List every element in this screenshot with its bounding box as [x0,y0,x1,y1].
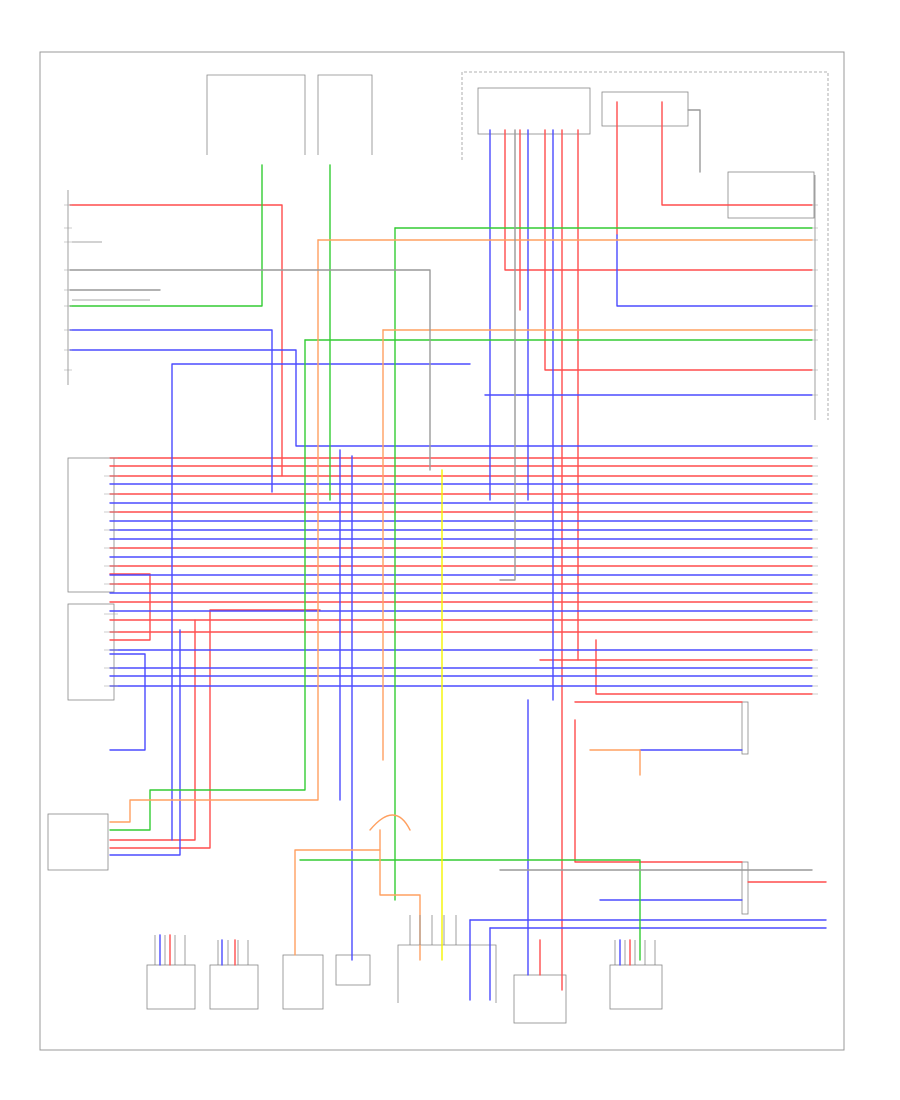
orange-wire-loop [369,814,411,831]
sensor-box-bottom-1 [146,964,196,1010]
sensor-box-bottom-3 [282,954,324,1010]
switch-box-right-1 [741,701,749,755]
switch-box-right-2 [741,861,749,915]
stubs-sensor-5 [409,915,457,945]
terminal-ticks-left-upper [64,204,72,371]
blue-wire-row-330 [69,329,273,493]
red-wire-switch-2 [574,719,743,863]
other-wires [69,109,813,961]
red-wire-bottom-left [109,619,196,841]
top-components [206,71,829,420]
green-wire-left-top [69,164,263,307]
gray-wire-row-270 [69,269,431,471]
terminal-ticks-left-module [104,457,118,687]
orange-wire-vertical-318 [109,239,319,823]
red-wire-horizontal-270 [504,129,813,271]
connector-box-top-mid [317,74,373,155]
orange-wire-bottom-5 [379,829,421,961]
blue-wire-bottom-left [109,629,181,856]
connector-box-bottom-5 [397,944,497,1003]
blue-wire-row-350 [69,349,813,447]
stubs-sensor-1 [154,935,186,965]
sensor-box-bottom-4 [335,954,371,986]
sensor-box-bottom-6 [513,974,567,1024]
connector-box-left-bottom [47,813,109,871]
control-module-left-upper [67,457,115,593]
left-inner-box-upper [72,241,150,301]
red-wire-left-loop [109,573,151,641]
orange-wires [109,239,813,961]
terminal-ticks-lower [812,649,818,695]
orange-wire-bottom-3 [294,849,381,956]
bottom-terminal-stubs [154,915,656,965]
gray-wire-right-box [687,109,701,173]
connector-box-top-left [206,74,306,155]
orange-wire-switch [589,749,641,776]
sensor-box-right [727,171,815,219]
red-wire-lower-right-2 [595,639,813,695]
blue-wire-bottom-mid [469,919,491,1001]
red-wire-relay-right [661,101,813,206]
green-wire-lower-mid [299,859,641,961]
red-wire-top-left [69,204,283,477]
control-module-left-lower [67,603,115,701]
green-wire-vertical-305 [109,339,306,831]
red-wire-vertical-545 [544,129,813,371]
blue-wire-left-return [109,653,146,751]
sensor-box-bottom-7 [609,964,663,1010]
terminal-ticks-middle [812,445,818,633]
connector-block-top-center [477,87,591,135]
stubs-sensor-2 [217,940,249,965]
red-wire-bottom-left-2 [109,609,321,849]
stubs-sensor-7 [614,940,656,965]
relay-box-top-right [601,91,689,127]
blue-wire-relay-branch [616,234,813,307]
terminal-ticks-upper [812,204,818,396]
right-edge-terminals [812,204,818,695]
blue-wire-left-vertical [171,363,471,841]
gray-wire-mid [499,129,516,581]
connector-box-top-right-dashed [461,71,829,420]
blue-wires [69,129,827,1001]
sensor-box-bottom-2 [209,964,259,1010]
diagram-frame [39,51,845,1051]
left-edge-terminals [64,204,118,687]
red-wires [69,101,827,991]
left-components [47,190,150,871]
green-wires [69,164,813,961]
